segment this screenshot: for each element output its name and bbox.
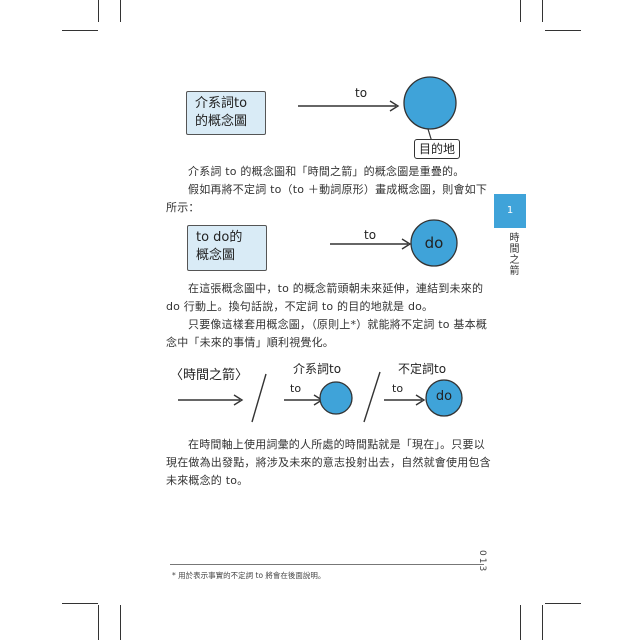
diagram1-callout: 目的地 [414, 139, 461, 159]
infinitive-circle-label: do [435, 389, 453, 404]
preposition-circle [319, 381, 353, 415]
diagram2-label-line2: 概念圖 [196, 248, 236, 263]
preposition-arrow-label: to [290, 382, 302, 395]
diagram1-label-box: 介系詞to 的概念圖 [186, 91, 266, 135]
crop-mark [542, 0, 543, 22]
infinitive-arrow-label: to [392, 382, 404, 395]
diagram2-label-line1: to do的 [196, 230, 243, 245]
infinitive-to-label: 不定詞to [398, 362, 447, 376]
chapter-tab: 1 [494, 194, 526, 228]
diagram2-circle-label: do [424, 234, 444, 252]
crop-mark [98, 0, 99, 22]
crop-mark [120, 0, 121, 22]
diagram2-arrow-head [401, 238, 412, 250]
diagram2-label-box: to do的 概念圖 [187, 225, 267, 271]
crop-mark [120, 605, 121, 640]
diagram1-label-line2: 的概念圖 [195, 114, 248, 129]
crop-mark [545, 603, 581, 604]
crop-mark [98, 605, 99, 640]
crop-mark [542, 605, 543, 640]
diagram2-arrow [330, 219, 458, 267]
diagram2-arrow-label: to [364, 228, 377, 242]
diagram1-arrow-label: to [355, 86, 368, 100]
diagram1-arrow-head [389, 100, 400, 112]
preposition-to-label: 介系詞to [293, 362, 342, 376]
diagram2-circle [410, 219, 458, 267]
diagram1-circle [403, 76, 457, 130]
crop-mark [62, 603, 98, 604]
crop-mark [520, 605, 521, 640]
chapter-title: 時間之箭 [507, 232, 518, 276]
separator-slash-1 [251, 373, 267, 423]
infinitive-circle [425, 379, 463, 417]
infinitive-arrow-head [415, 394, 426, 406]
diagram1-arrow [298, 76, 457, 143]
diagram3-graphic [178, 371, 463, 423]
paragraph-2: 假如再將不定詞 to（to ＋動詞原形）畫成概念圖，則會如下所示： [166, 183, 488, 214]
paragraph-1: 介系詞 to 的概念圖和「時間之箭」的概念圖是重疊的。 [188, 165, 465, 178]
paragraph-4: 只要像這樣套用概念圖，（原則上*）就能將不定詞 to 基本概念中「未來的事情」順… [166, 318, 488, 349]
page-number: 013 [477, 550, 487, 574]
crop-mark [520, 0, 521, 22]
time-arrow-head [233, 394, 244, 406]
diagram1-label-line1: 介系詞to [195, 96, 248, 111]
crop-mark [545, 30, 581, 31]
footnote-rule [170, 564, 484, 565]
paragraph-3: 在這張概念圖中，to 的概念箭頭朝未來延伸，連結到未來的 do 行動上。換句話說… [166, 282, 484, 313]
separator-slash-2 [363, 371, 381, 423]
crop-mark [62, 30, 98, 31]
paragraph-5: 在時間軸上使用詞彙的人所處的時間點就是「現在」。只要以現在做為出發點，將涉及未來… [166, 438, 491, 487]
footnote: * 用於表示事實的不定詞 to 將會在後面說明。 [172, 571, 326, 580]
time-arrow-label: 〈時間之箭〉 [170, 368, 249, 383]
